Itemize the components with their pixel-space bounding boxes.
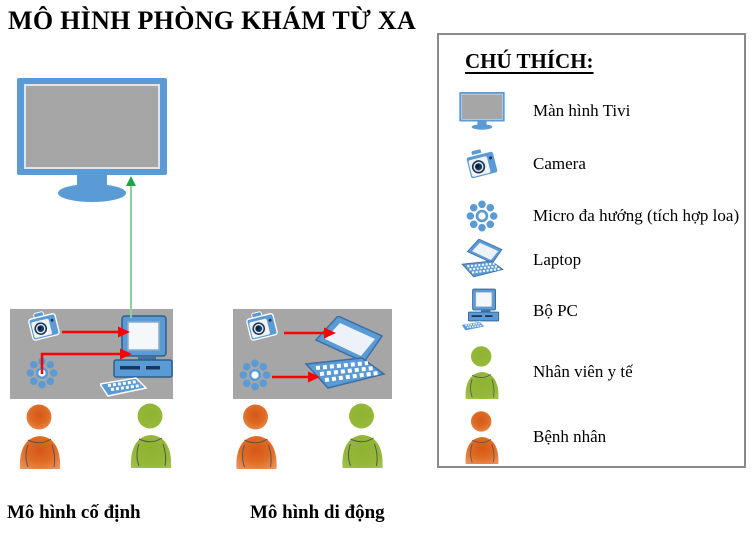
tv-screen-icon xyxy=(17,78,167,203)
legend-box: CHÚ THÍCH: Màn hình Tivi Camera Micro đa… xyxy=(437,33,746,468)
micro-icon xyxy=(453,198,511,234)
legend-item-staff: Nhân viên y tế xyxy=(439,341,744,403)
laptop-icon xyxy=(453,239,511,281)
legend-item-camera: Camera xyxy=(439,141,744,187)
micro-icon xyxy=(24,355,60,391)
micro-icon xyxy=(237,357,273,393)
pc-icon xyxy=(453,288,511,334)
legend-item-tv: Màn hình Tivi xyxy=(439,87,744,135)
staff-icon xyxy=(339,402,386,468)
pc-icon xyxy=(100,314,180,402)
legend-item-label: Bệnh nhân xyxy=(533,427,607,446)
patient-icon xyxy=(17,403,63,469)
legend-item-laptop: Laptop xyxy=(439,237,744,283)
patient-icon xyxy=(453,410,511,464)
legend-item-patient: Bệnh nhân xyxy=(439,407,744,467)
fixed-model-label: Mô hình cố định xyxy=(7,502,141,523)
legend-item-pc: Bộ PC xyxy=(439,285,744,337)
legend-item-label: Màn hình Tivi xyxy=(533,101,631,120)
patient-icon xyxy=(233,403,280,469)
camera-icon xyxy=(244,306,280,346)
legend-item-micro: Micro đa hướng (tích hợp loa) xyxy=(439,195,744,237)
camera-icon xyxy=(453,144,511,184)
page-title: MÔ HÌNH PHÒNG KHÁM TỪ XA xyxy=(8,6,417,35)
legend-item-label: Laptop xyxy=(533,250,582,269)
tv-screen-icon xyxy=(453,92,511,130)
staff-icon xyxy=(453,345,511,399)
staff-icon xyxy=(128,402,174,468)
legend-title: CHÚ THÍCH: xyxy=(465,49,594,73)
laptop-icon xyxy=(302,316,386,396)
legend-item-label: Bộ PC xyxy=(533,301,578,320)
legend-item-label: Camera xyxy=(533,154,586,173)
mobile-model-label: Mô hình di động xyxy=(250,502,385,523)
camera-icon xyxy=(26,306,62,346)
legend-item-label: Micro đa hướng (tích hợp loa) xyxy=(533,206,740,225)
legend-item-label: Nhân viên y tế xyxy=(533,362,633,381)
